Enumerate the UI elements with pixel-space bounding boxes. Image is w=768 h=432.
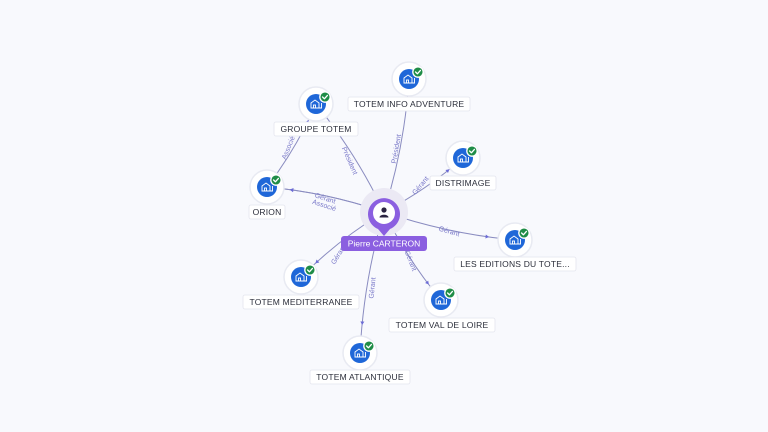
company-node-distrimage[interactable]: DISTRIMAGE <box>429 140 497 191</box>
center-inner <box>373 202 395 224</box>
verified-check-icon <box>304 264 316 276</box>
orion-arrow <box>289 188 294 193</box>
company-icon <box>403 74 415 84</box>
verified-check-icon <box>319 91 331 103</box>
node-label: TOTEM VAL DE LOIRE <box>396 320 489 330</box>
verified-check-icon <box>466 145 478 157</box>
groupe-edge-label: Président <box>340 146 358 176</box>
center-name: Pierre CARTERON <box>348 239 421 249</box>
valdeloire-edge-label: Gérant <box>403 250 418 273</box>
mediterranee-arrow <box>315 259 320 264</box>
node-label: GROUPE TOTEM <box>280 124 351 134</box>
person-icon <box>379 207 389 218</box>
center-node[interactable]: Pierre CARTERON <box>341 188 427 251</box>
node-label: LES EDITIONS DU TOTE... <box>460 259 570 269</box>
nodes-layer: TOTEM INFO ADVENTURE GROUPE TOTEM DISTRIMA… <box>242 61 577 385</box>
company-node-groupe[interactable]: GROUPE TOTEM <box>273 86 359 137</box>
atlantique-arrow <box>360 321 365 325</box>
node-label-bg <box>453 256 577 272</box>
company-icon <box>354 348 366 358</box>
node-label-bg <box>347 96 471 112</box>
company-node-editions[interactable]: LES EDITIONS DU TOTE... <box>453 222 577 272</box>
editions-arrow <box>485 234 490 239</box>
node-label: TOTEM INFO ADVENTURE <box>354 99 465 109</box>
node-label-bg <box>273 121 359 137</box>
company-icon <box>435 295 447 305</box>
node-label: ORION <box>253 207 282 217</box>
distrimage-arrow <box>445 169 450 174</box>
verified-check-icon <box>270 174 282 186</box>
valdeloire-arrow <box>425 280 429 285</box>
atlantique-edge-label: Gérant <box>368 277 377 299</box>
node-label-bg <box>248 204 286 220</box>
company-node-valdeloire[interactable]: TOTEM VAL DE LOIRE <box>388 282 496 333</box>
company-icon <box>261 182 273 192</box>
verified-check-icon <box>518 227 530 239</box>
company-icon <box>295 272 307 282</box>
company-node-mediterranee[interactable]: TOTEM MEDITERRANEE <box>242 259 360 310</box>
orion-groupe-edge-label: Associé <box>281 135 297 160</box>
verified-check-icon <box>363 340 375 352</box>
company-node-atlantique[interactable]: TOTEM ATLANTIQUE <box>309 335 411 385</box>
node-label: DISTRIMAGE <box>436 178 491 188</box>
center-name-tag <box>341 236 427 251</box>
node-label: TOTEM ATLANTIQUE <box>316 372 404 382</box>
node-label-bg <box>309 369 411 385</box>
node-label: TOTEM MEDITERRANEE <box>249 297 352 307</box>
editions-edge-label: Gérant <box>438 226 461 239</box>
company-icon <box>457 153 469 163</box>
company-node-orion[interactable]: ORION <box>248 169 286 220</box>
info-edge-label: Président <box>391 134 403 164</box>
verified-check-icon <box>444 287 456 299</box>
company-node-info[interactable]: TOTEM INFO ADVENTURE <box>347 61 471 112</box>
node-label-bg <box>429 175 497 191</box>
company-icon <box>310 99 322 109</box>
verified-check-icon <box>412 66 424 78</box>
company-icon <box>509 235 521 245</box>
node-label-bg <box>388 317 496 333</box>
node-label-bg <box>242 294 360 310</box>
